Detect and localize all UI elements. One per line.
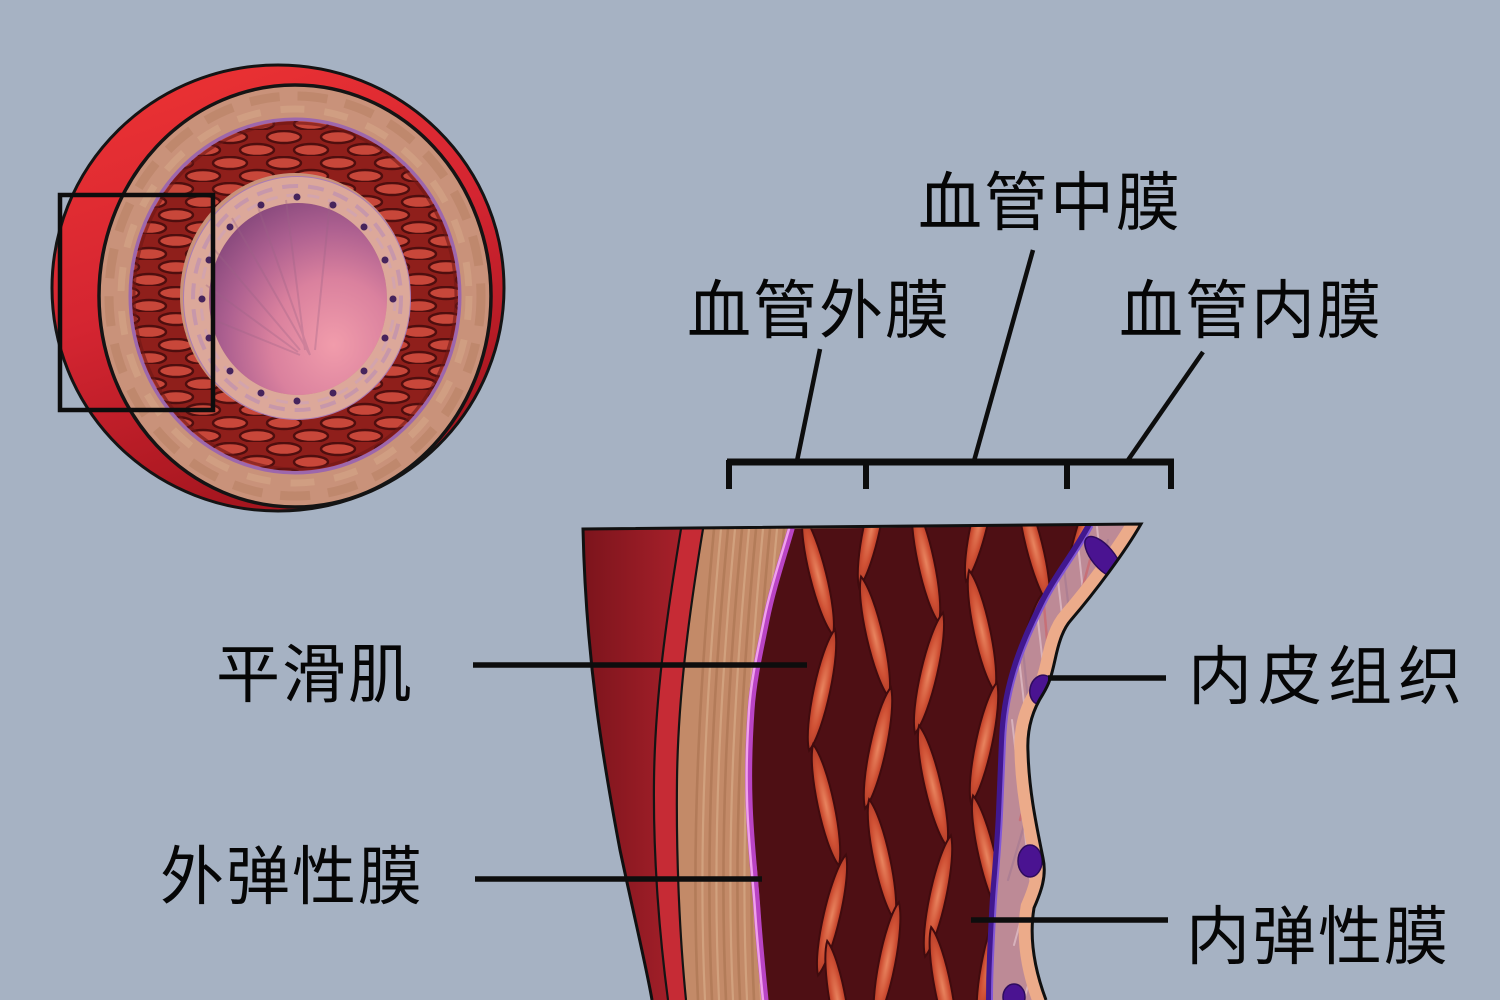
media-outer-shade — [132, 121, 458, 471]
lumen-streak-texture — [205, 199, 331, 356]
vessel-lumen — [209, 203, 387, 395]
zoom-region-rectangle — [57, 192, 216, 413]
label-tunica-media: 血管中膜 — [918, 167, 1182, 239]
leader-adventitia — [794, 348, 823, 462]
label-internal-elastic-membrane: 内弹性膜 — [1186, 901, 1450, 973]
leader-intima — [1124, 350, 1205, 465]
outer-bright-red-layer — [653, 529, 703, 1000]
label-external-elastic-membrane: 外弹性膜 — [160, 841, 424, 913]
artery-cross-section — [50, 63, 506, 513]
internal-elastic-membrane-line — [986, 524, 1093, 1000]
label-tunica-intima: 血管内膜 — [1119, 275, 1383, 347]
external-elastic-membrane-line — [745, 525, 795, 1000]
layer-boundary-line — [675, 528, 705, 1000]
wall-section-outline — [581, 522, 1144, 1000]
adventitia-fiber-texture — [104, 91, 486, 501]
layer-boundary-line — [652, 528, 683, 1000]
leader-media — [971, 249, 1036, 462]
label-endothelial-tissue: 内皮组织 — [1188, 641, 1468, 713]
wall-layers-bracket — [726, 458, 1174, 489]
annotation-lines — [473, 249, 1205, 923]
label-smooth-muscle: 平滑肌 — [216, 639, 414, 711]
outer-elastic-ring — [128, 117, 462, 475]
label-tunica-adventitia: 血管外膜 — [687, 275, 951, 347]
